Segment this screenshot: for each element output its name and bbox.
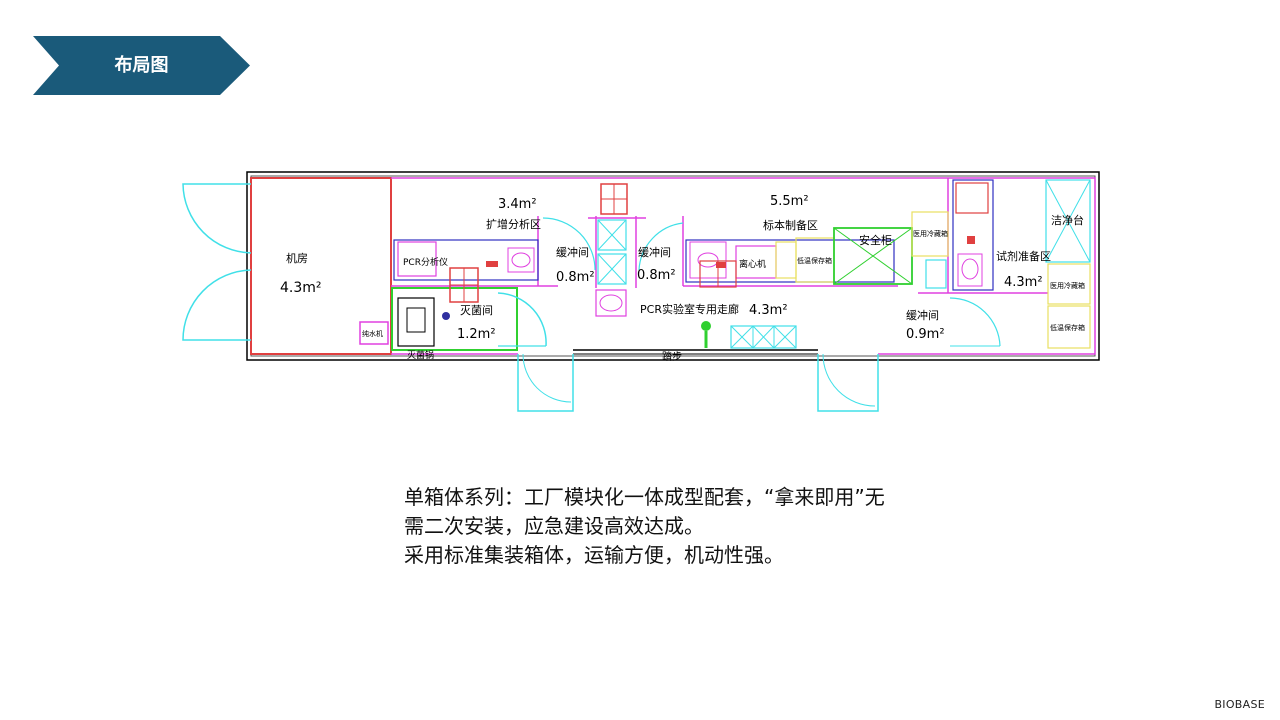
floor-plan-diagram: 机房 4.3m² 3.4m² 扩增分析区 缓冲间 0.8m² 缓冲间 0.8m²… — [182, 171, 1100, 412]
description-line-1: 单箱体系列：工厂模块化一体成型配套，“拿来即用”无 — [404, 485, 885, 509]
steps-label: 踏步 — [662, 350, 682, 363]
container-outer-wall — [246, 171, 1100, 361]
buffer1-name: 缓冲间 — [556, 245, 589, 259]
buffer3-name: 缓冲间 — [906, 308, 939, 322]
medical-fridge-1-box — [911, 211, 949, 257]
amplification-area: 3.4m² — [498, 197, 537, 212]
machine-room-area: 4.3m² — [280, 280, 322, 296]
water-machine-label: 纯水机 — [362, 329, 383, 338]
buffer2-area: 0.8m² — [637, 268, 676, 283]
brand-label: BIOBASE — [1214, 698, 1265, 711]
pcr-analyzer-box — [397, 241, 437, 277]
title-banner: 布局图 — [33, 36, 250, 95]
medical-fridge-2-box — [1047, 263, 1091, 305]
sterilization-name: 灭菌间 — [460, 304, 493, 317]
low-temp-storage-2-box — [1047, 305, 1091, 349]
autoclave-label: 灭菌锅 — [407, 349, 434, 361]
buffer2-name: 缓冲间 — [638, 245, 671, 259]
corridor-name: PCR实验室专用走廊 — [640, 302, 739, 316]
centrifuge-label: 离心机 — [739, 258, 766, 270]
amplification-bench — [393, 239, 539, 281]
amplification-name: 扩增分析区 — [486, 217, 541, 231]
low-temp-storage-2-label: 低温保存箱 — [1050, 323, 1085, 332]
description-text: 单箱体系列：工厂模块化一体成型配套，“拿来即用”无 需二次安装，应急建设高效达成… — [404, 483, 1044, 570]
sterilization-area: 1.2m² — [457, 327, 496, 342]
reagent-prep-name: 试剂准备区 — [996, 249, 1051, 263]
description-line-3: 采用标准集装箱体，运输方便，机动性强。 — [404, 543, 784, 567]
left-door-bottom — [182, 269, 252, 341]
autoclave-box — [397, 297, 435, 347]
low-temp-storage-1-label: 低温保存箱 — [797, 256, 832, 265]
corridor-area: 4.3m² — [749, 303, 788, 318]
medical-fridge-1-label: 医用冷藏箱 — [913, 229, 948, 238]
lab-wall — [391, 177, 1096, 355]
sterilization-room-wall — [391, 287, 518, 351]
reagent-prep-area: 4.3m² — [1004, 275, 1043, 290]
banner-arrow-shape — [33, 36, 250, 95]
buffer3-area: 0.9m² — [906, 327, 945, 342]
safety-cabinet-label: 安全柜 — [859, 233, 892, 247]
container-inner-wall — [250, 175, 1096, 357]
pcr-analyzer-label: PCR分析仪 — [403, 256, 448, 268]
clean-bench-label: 洁净台 — [1051, 213, 1084, 227]
medical-fridge-2-label: 医用冷藏箱 — [1050, 281, 1085, 290]
machine-room-wall — [250, 177, 392, 355]
sample-prep-area: 5.5m² — [770, 194, 809, 209]
left-door-top — [182, 183, 252, 254]
description-line-2: 需二次安装，应急建设高效达成。 — [404, 514, 704, 538]
page-title: 布局图 — [114, 55, 169, 76]
sample-prep-name: 标本制备区 — [763, 218, 818, 232]
machine-room-name: 机房 — [286, 251, 308, 265]
clean-bench-box — [1045, 179, 1091, 263]
water-machine-box — [359, 321, 389, 345]
buffer1-area: 0.8m² — [556, 270, 595, 285]
